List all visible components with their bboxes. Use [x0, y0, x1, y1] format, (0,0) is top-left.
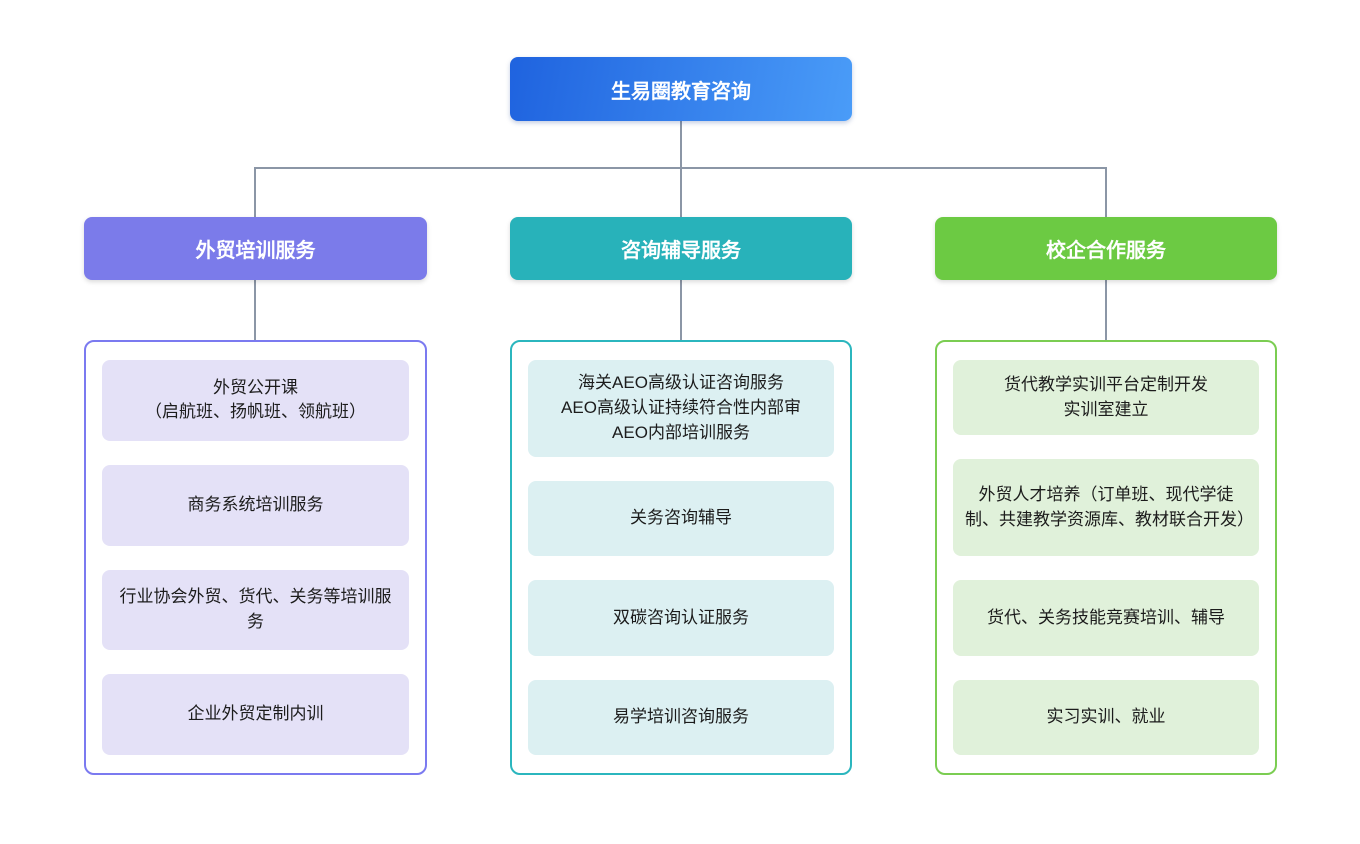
leaf-node: 双碳咨询认证服务 — [528, 580, 834, 656]
branch-box-foreign-trade-training: 外贸公开课 （启航班、扬帆班、领航班） 商务系统培训服务 行业协会外贸、货代、关… — [84, 340, 427, 775]
leaf-node: 海关AEO高级认证咨询服务 AEO高级认证持续符合性内部审 AEO内部培训服务 — [528, 360, 834, 457]
branch-box-consulting-coaching: 海关AEO高级认证咨询服务 AEO高级认证持续符合性内部审 AEO内部培训服务 … — [510, 340, 852, 775]
connector-root-stem — [680, 121, 682, 168]
connector-drop-branch-3 — [1105, 167, 1107, 218]
connector-drop-branch-1 — [254, 167, 256, 218]
branch-header-label: 咨询辅导服务 — [621, 240, 741, 262]
branch-header-consulting-coaching: 咨询辅导服务 — [510, 217, 852, 280]
leaf-node: 行业协会外贸、货代、关务等培训服务 — [102, 569, 409, 651]
branch-box-school-enterprise: 货代教学实训平台定制开发 实训室建立 外贸人才培养（订单班、现代学徒制、共建教学… — [935, 340, 1277, 775]
connector-stem-branch-3 — [1105, 280, 1107, 341]
leaf-node: 货代教学实训平台定制开发 实训室建立 — [953, 360, 1259, 436]
connector-drop-branch-2 — [680, 167, 682, 218]
leaf-node: 外贸公开课 （启航班、扬帆班、领航班） — [102, 360, 409, 441]
leaf-node: 货代、关务技能竞赛培训、辅导 — [953, 580, 1259, 656]
leaf-node: 实习实训、就业 — [953, 679, 1259, 755]
root-node-label: 生易圈教育咨询 — [611, 80, 751, 103]
connector-stem-branch-2 — [680, 280, 682, 341]
leaf-node: 外贸人才培养（订单班、现代学徒制、共建教学资源库、教材联合开发） — [953, 459, 1259, 557]
branch-header-label: 外贸培训服务 — [195, 240, 316, 262]
leaf-node: 易学培训咨询服务 — [528, 679, 834, 755]
branch-header-school-enterprise: 校企合作服务 — [935, 217, 1277, 280]
root-node: 生易圈教育咨询 — [510, 57, 852, 121]
leaf-node: 商务系统培训服务 — [102, 464, 409, 546]
connector-stem-branch-1 — [254, 280, 256, 341]
branch-header-foreign-trade-training: 外贸培训服务 — [84, 217, 427, 280]
leaf-node: 企业外贸定制内训 — [102, 674, 409, 755]
branch-header-label: 校企合作服务 — [1046, 240, 1166, 262]
leaf-node: 关务咨询辅导 — [528, 480, 834, 557]
